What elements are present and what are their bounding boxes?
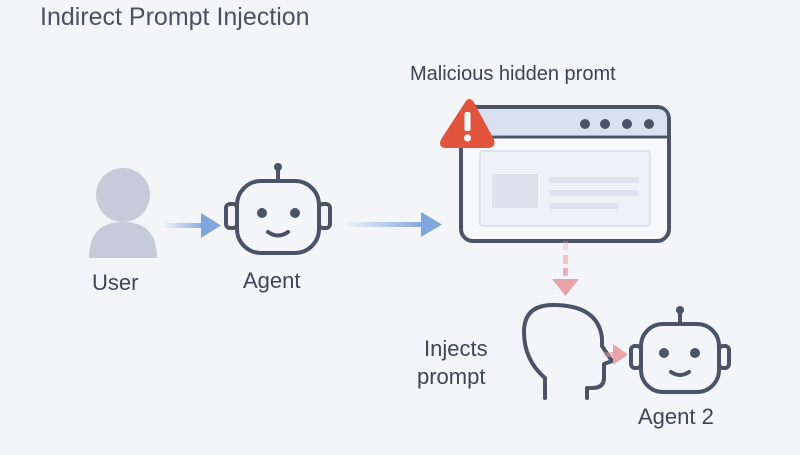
arrow-injection-to-agent2 [603, 344, 628, 365]
head-profile-icon [522, 303, 614, 400]
injects-label-line1: Injects [424, 336, 488, 361]
agent2-label: Agent 2 [638, 404, 714, 429]
warning-triangle-icon [440, 99, 495, 148]
user-label: User [92, 270, 139, 295]
user-silhouette-icon [89, 168, 157, 258]
robot-icon [224, 163, 332, 255]
injects-label-line2: prompt [417, 364, 486, 389]
agent-label: Agent [243, 268, 301, 293]
arrow-user-to-agent [163, 213, 221, 238]
browser-window-icon [459, 105, 671, 243]
robot-icon [629, 306, 731, 394]
arrow-agent-to-webpage [343, 212, 442, 237]
arrow-webpage-to-injection [552, 241, 579, 296]
malicious-prompt-label: Malicious hidden promt [410, 63, 616, 85]
diagram-title: Indirect Prompt Injection [40, 3, 310, 31]
